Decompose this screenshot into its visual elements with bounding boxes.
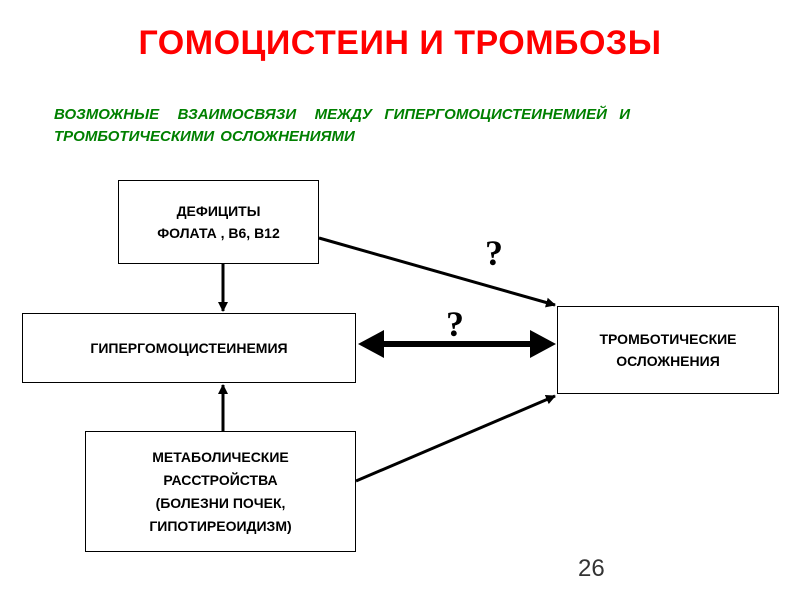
- box-metabolic-line-3: (БОЛЕЗНИ ПОЧЕК,: [155, 494, 286, 511]
- slide-title: ГОМОЦИСТЕИН И ТРОМБОЗЫ: [138, 24, 662, 62]
- box-metabolic-line-1: МЕТАБОЛИЧЕСКИЕ: [152, 448, 289, 465]
- box-thrombotic-complications: ТРОМБОТИЧЕСКИЕ ОСЛОЖНЕНИЯ: [557, 306, 779, 394]
- box-hyperhomocysteinemia: ГИПЕРГОМОЦИСТЕИНЕМИЯ: [22, 313, 356, 383]
- question-mark-lower: ?: [446, 304, 464, 344]
- slide-subtitle: ВОЗМОЖНЫЕ ВЗАИМОСВЯЗИ МЕЖДУ ГИПЕРГОМОЦИС…: [54, 104, 754, 148]
- arrow-metabolic-to-thrombotic: [355, 394, 556, 483]
- arrow-deficits-to-thrombotic: [318, 236, 556, 308]
- box-deficits-line-2: ФОЛАТА , В6, В12: [157, 225, 280, 241]
- subtitle-line-2: ТРОМБОТИЧЕСКИМИ ОСЛОЖНЕНИЯМИ: [54, 128, 355, 145]
- box-deficits-line-1: ДЕФИЦИТЫ: [176, 203, 261, 219]
- box-metabolic-line-4: ГИПОТИРЕОИДИЗМ): [149, 517, 292, 534]
- box-thrombotic-line-1: ТРОМБОТИЧЕСКИЕ: [599, 331, 737, 347]
- box-metabolic-line-2: РАССТРОЙСТВА: [163, 471, 278, 488]
- subtitle-line-1: ВОЗМОЖНЫЕ ВЗАИМОСВЯЗИ МЕЖДУ ГИПЕРГОМОЦИС…: [54, 106, 630, 123]
- box-hhcy-label: ГИПЕРГОМОЦИСТЕИНЕМИЯ: [90, 340, 288, 356]
- question-mark-upper: ?: [485, 233, 503, 273]
- box-metabolic-disorders: МЕТАБОЛИЧЕСКИЕ РАССТРОЙСТВА (БОЛЕЗНИ ПОЧ…: [85, 431, 356, 552]
- box-deficits: ДЕФИЦИТЫ ФОЛАТА , В6, В12: [118, 180, 319, 264]
- arrowhead-left: [358, 330, 384, 358]
- box-thrombotic-line-2: ОСЛОЖНЕНИЯ: [616, 353, 720, 369]
- arrowhead-right: [530, 330, 556, 358]
- page-number: 26: [578, 555, 605, 582]
